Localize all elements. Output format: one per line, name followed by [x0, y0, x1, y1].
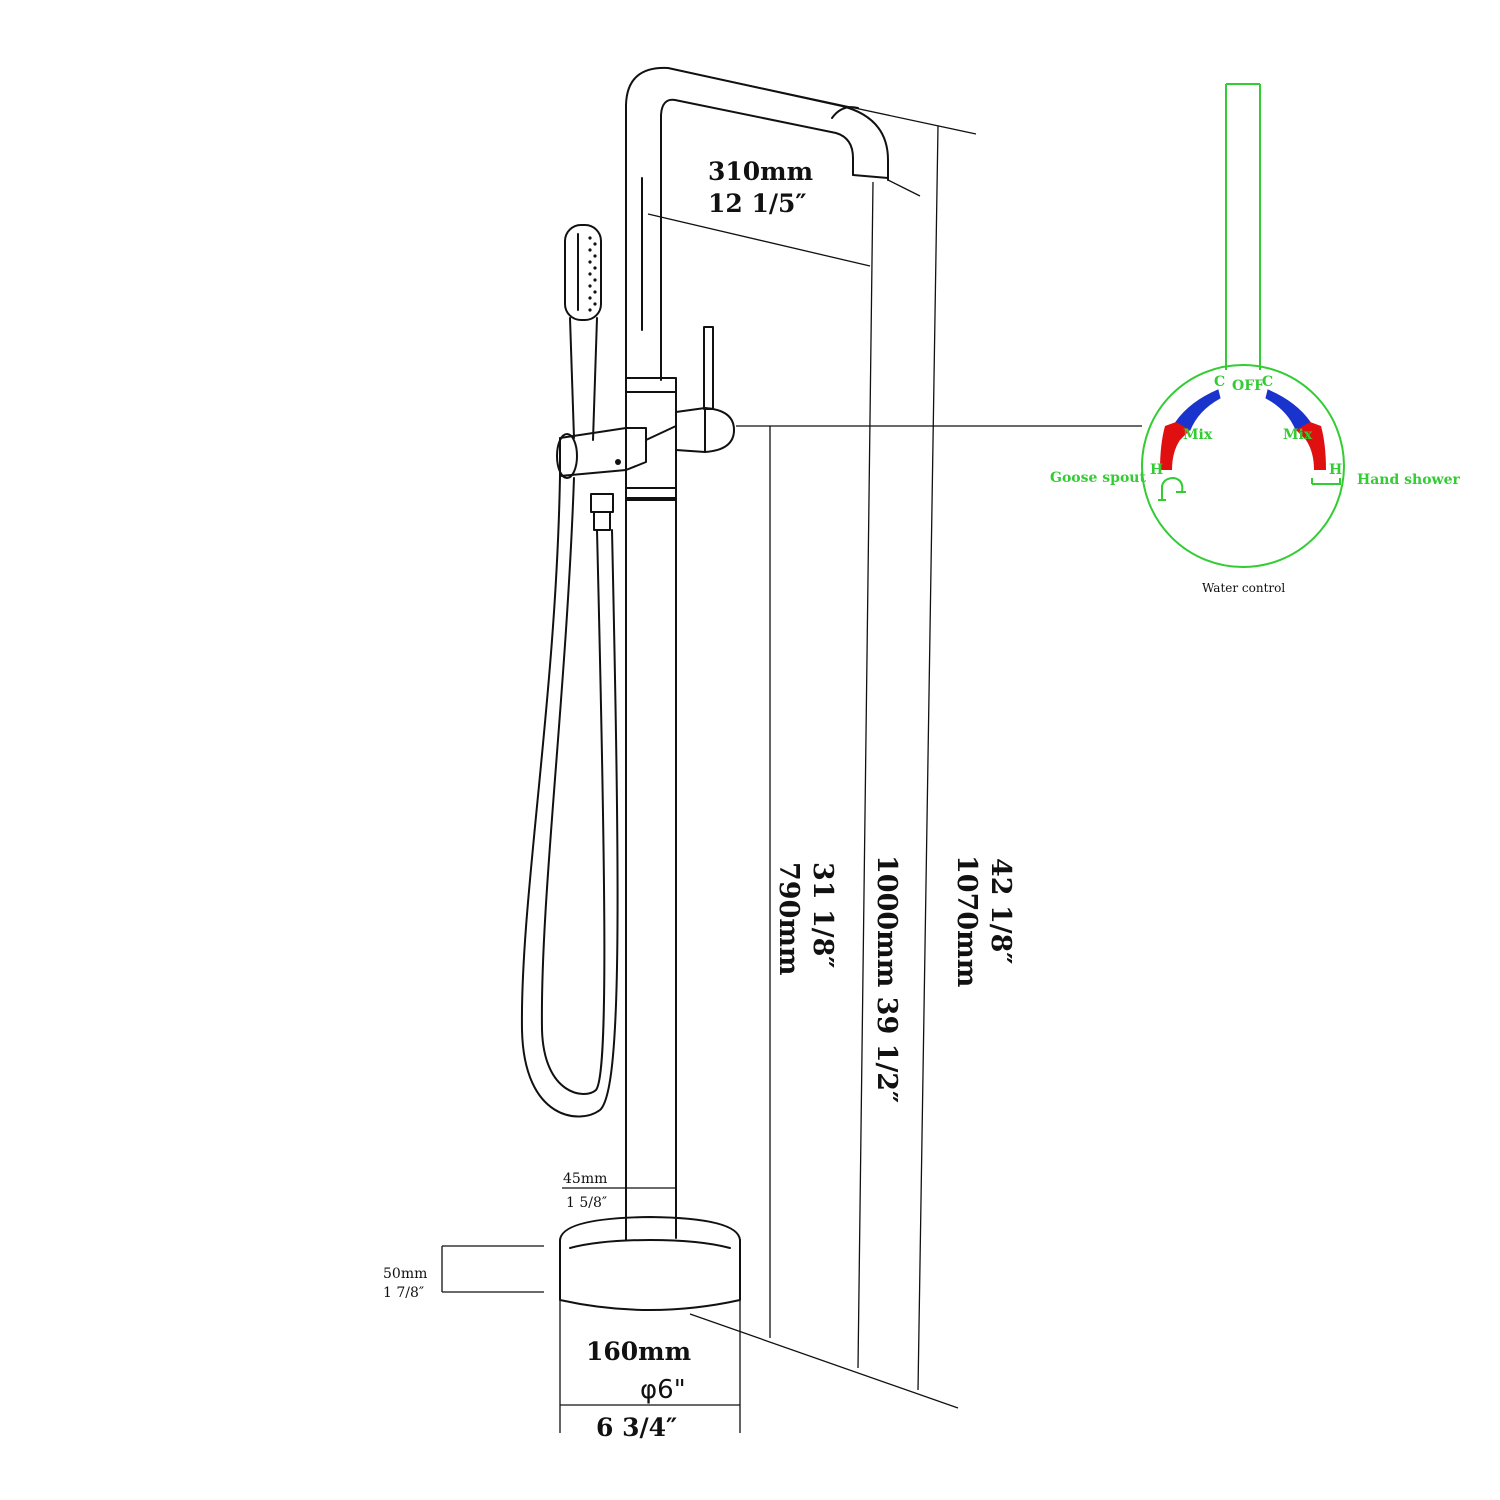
goose-spout-label: Goose spout: [1050, 470, 1146, 486]
hot-label-left: H: [1150, 462, 1163, 478]
control-dial: [1141, 364, 1345, 568]
handle-hub: [675, 407, 735, 453]
base-body: [559, 1239, 741, 1311]
base-height-mm: 50mm: [383, 1266, 427, 1282]
spout-reach-mm: 310mm: [708, 157, 813, 186]
handle-lever: [703, 326, 714, 410]
base-rim: [569, 1239, 731, 1249]
base-top: [559, 1216, 741, 1241]
gooseneck-spout-inner: [660, 98, 854, 381]
shower-hose-inner: [540, 477, 606, 1095]
shower-nozzles: [588, 236, 597, 312]
spout-collar: [625, 377, 677, 393]
valve-bottom-collar: [625, 487, 677, 501]
hand-shower-head: [564, 224, 602, 321]
holder-screw-icon: [615, 459, 621, 465]
shower-holder: [559, 427, 647, 477]
mix-label-right: Mix: [1283, 427, 1313, 443]
water-control-caption: Water control: [1202, 581, 1285, 595]
base-width-in: 6 3/4″: [596, 1413, 677, 1442]
goose-spout-icon-base: [1158, 491, 1186, 501]
cold-arc-left: [1175, 389, 1221, 431]
valve-body: [625, 391, 677, 499]
spout-tip-curve: [831, 106, 859, 119]
water-control-diagram: OFF C C Mix Mix H H Goose spout Hand sho…: [1050, 83, 1460, 595]
hand-shower-handle: [569, 317, 598, 441]
hose-connector: [590, 493, 614, 513]
hand-shower-icon: [1311, 478, 1341, 485]
total-height-in: 42 1/8″: [985, 858, 1016, 964]
off-label: OFF: [1232, 378, 1264, 394]
cold-label-right: C: [1262, 374, 1273, 390]
goose-spout-icon: [1161, 476, 1184, 500]
mix-label-left: Mix: [1183, 427, 1213, 443]
valve-height-in: 31 1/8″: [807, 862, 838, 968]
pipe-diameter-in: 1 5/8″: [566, 1195, 607, 1211]
dimension-lines: [441, 67, 1142, 1433]
dim-floor-line: [689, 1313, 959, 1409]
cold-label-left: C: [1214, 374, 1225, 390]
base-height-in: 1 7/8″: [383, 1285, 424, 1301]
shower-hose: [520, 475, 619, 1118]
shower-holder-cap: [556, 433, 578, 479]
hot-label-right: H: [1329, 462, 1342, 478]
valve-height-mm: 790mm: [773, 862, 804, 976]
hot-arc-right: [1296, 422, 1326, 470]
base-width-mm: 160mm: [586, 1337, 691, 1366]
gooseneck-spout: [625, 66, 889, 381]
pipe-diameter-mm: 45mm: [563, 1171, 607, 1187]
base-diameter-in: φ6": [640, 1375, 686, 1405]
dim-top-ref-line: [667, 67, 977, 135]
dim-spout-height-line: [857, 181, 874, 1369]
dim-reach-line: [647, 213, 871, 267]
total-height-mm: 1070mm: [951, 855, 982, 987]
dimension-labels: 310mm 12 1/5″ 790mm 31 1/8″ 1000mm 39 1/…: [383, 157, 1016, 1442]
cold-arc-right: [1265, 389, 1311, 431]
spout-height: 1000mm 39 1/2″: [871, 855, 902, 1103]
spout-reach-in: 12 1/5″: [708, 189, 807, 218]
holder-arm: [645, 425, 677, 441]
dim-spout-ref-line: [887, 179, 921, 197]
hot-arc-left: [1160, 422, 1190, 470]
hand-shower-label: Hand shower: [1357, 472, 1460, 488]
spout-outlet: [852, 174, 889, 179]
hose-connector-nut: [593, 511, 611, 531]
dim-total-height-line: [917, 125, 939, 1391]
faucet-drawing: [520, 66, 889, 1311]
